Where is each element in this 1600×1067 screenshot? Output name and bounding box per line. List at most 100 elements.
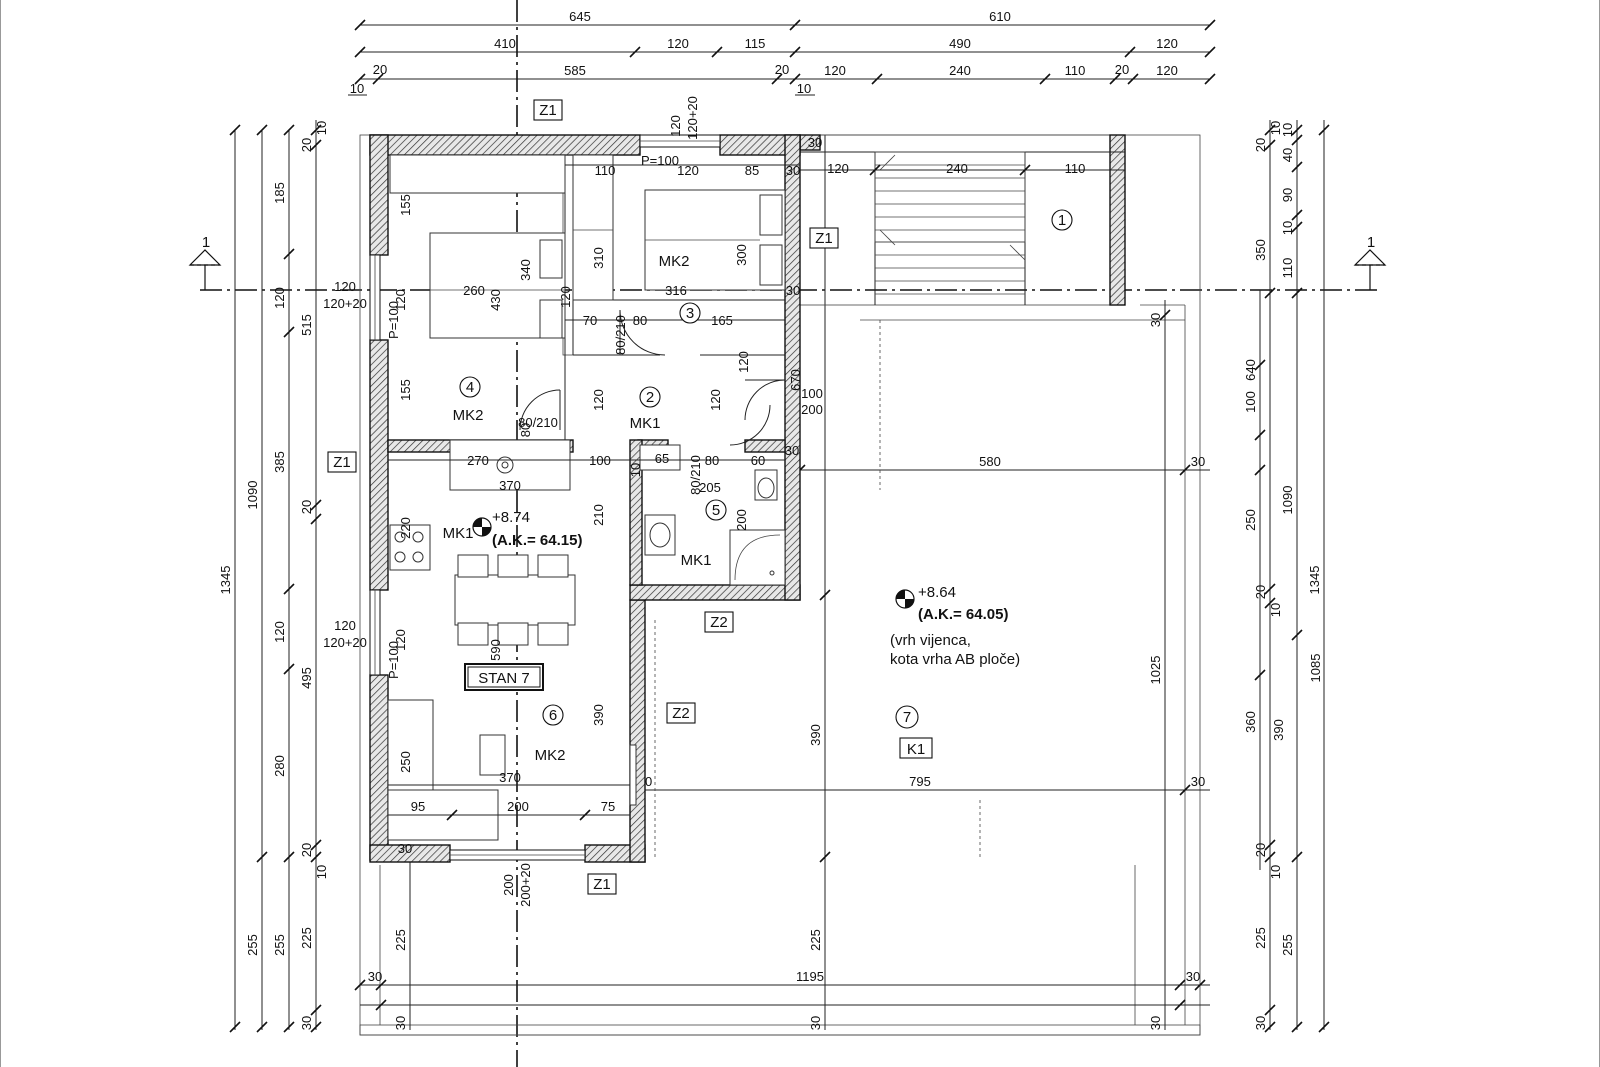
dim-580: 580 (979, 454, 1001, 469)
window-120-left-v: 120 (393, 289, 408, 311)
left-20a: 20 (299, 138, 314, 152)
dim-155-b: 155 (398, 379, 413, 401)
dim-110-room: 110 (595, 163, 616, 178)
right-1085: 1085 (1308, 654, 1323, 683)
elevation-marker-terrace: +8.64 (A.K.= 64.05) (vrh vijenca, kota v… (890, 584, 1020, 668)
room-3-number: 3 (686, 305, 694, 322)
right-1090: 1090 (1280, 486, 1295, 515)
dim-30-top-right: 30 (808, 135, 822, 150)
right-225: 225 (1253, 927, 1268, 949)
window-sill-p100-left: P=100 (386, 301, 401, 339)
dim-250: 250 (398, 751, 413, 773)
right-255a: 255 (1280, 934, 1295, 956)
dim-65: 65 (655, 451, 669, 466)
wall-tag-z1-left: Z1 (333, 454, 351, 471)
dim-10a: 10 (350, 81, 364, 96)
dim-590: 590 (488, 639, 503, 661)
room-7-marker (895, 705, 919, 729)
room-type-6: MK2 (535, 747, 566, 764)
left-185: 185 (272, 182, 287, 204)
room-2-number: 2 (646, 389, 654, 406)
dim-100-670: 100 (801, 386, 823, 401)
left-255b: 255 (272, 934, 287, 956)
dim-300: 300 (734, 244, 749, 266)
window-120-20-left: 120+20 (323, 296, 367, 311)
left-385: 385 (272, 451, 287, 473)
room-type-2: MK1 (630, 415, 661, 432)
dim-120-hall-b: 120 (708, 389, 723, 411)
left-255a: 255 (245, 934, 260, 956)
room-labels: MK2 4 MK2 2 MK1 5 MK1 MK1 +8.74 (A.K.= 6… (443, 250, 727, 764)
left-120a: 120 (272, 287, 287, 309)
top-dimension-chains: 645 610 410 120 115 490 120 20 585 20 12… (348, 9, 1216, 96)
room-type-kitchen: MK1 (443, 525, 474, 542)
wall-tag-z1-bottom: Z1 (593, 876, 611, 893)
dim-645: 645 (569, 9, 591, 24)
wall-tag-z2-b: Z2 (672, 705, 690, 722)
dim-390-terrace: 390 (808, 724, 823, 746)
dim-120-ver: 120 (558, 286, 573, 308)
terrace: 1195 30 30 580 30 795 30 30 390 225 30 1… (354, 134, 1210, 1036)
window-120-20-left-b: 120+20 (323, 635, 367, 650)
left-10b: 10 (314, 865, 329, 879)
dim-795: 795 (909, 774, 931, 789)
dim-30-corr: 30 (786, 283, 800, 298)
stair-area: 120 240 110 1 (799, 134, 1126, 306)
wall-tag-z2-a: Z2 (710, 614, 728, 631)
wall-type-k1: K1 (907, 741, 925, 758)
terrace-note-line2: kota vrha AB ploče) (890, 651, 1020, 668)
left-495: 495 (299, 667, 314, 689)
dim-30-v-1025: 30 (1148, 313, 1163, 327)
stair-dim-110: 110 (1065, 161, 1086, 176)
elevation-marker-apartment: +8.74 (A.K.= 64.15) (472, 509, 582, 549)
right-20a: 20 (1253, 138, 1268, 152)
room-6-number: 6 (549, 707, 557, 724)
doors (519, 309, 786, 446)
right-30: 30 (1253, 1016, 1268, 1030)
left-1345: 1345 (218, 566, 233, 595)
room-4-number: 4 (466, 379, 474, 396)
dim-610: 610 (989, 9, 1011, 24)
section-label-left: 1 (202, 234, 210, 251)
left-1090: 1090 (245, 481, 260, 510)
dim-225-terrace: 225 (808, 929, 823, 951)
elevation-level-terrace: +8.64 (918, 584, 956, 601)
right-640: 640 (1243, 359, 1258, 381)
dim-115: 115 (745, 36, 766, 51)
elevation-ak-terrace: (A.K.= 64.05) (918, 606, 1008, 623)
dim-120: 120 (667, 36, 689, 51)
window-120-left-v-b: 120 (393, 629, 408, 651)
dim-10-bath: 10 (628, 463, 643, 477)
dim-200-bath: 200 (734, 509, 749, 531)
wall-type-tags: Z1 Z1 Z1 Z2 Z2 Z1 (327, 99, 839, 895)
stair-dim-120: 120 (827, 161, 849, 176)
dim-100-kitchen: 100 (589, 453, 611, 468)
window-120-left: 120 (334, 279, 356, 294)
dim-110: 110 (1065, 63, 1086, 78)
window-120-20-top: 120+20 (685, 96, 700, 140)
dim-120d: 120 (1156, 63, 1178, 78)
elevation-level-apartment: +8.74 (492, 509, 530, 526)
dim-30-v-left: 30 (393, 1016, 408, 1030)
dim-670: 670 (788, 369, 803, 391)
left-280: 280 (272, 755, 287, 777)
terrace-note-line1: (vrh vijenca, (890, 632, 971, 649)
left-225: 225 (299, 927, 314, 949)
dim-30-580: 30 (1191, 454, 1205, 469)
left-10a: 10 (314, 121, 329, 135)
right-10-mid: 10 (1280, 221, 1295, 235)
dim-240: 240 (949, 63, 971, 78)
dim-200-670: 200 (801, 402, 823, 417)
inner-dimensions: 110 120 85 30 30 P=100 120 120+20 120 12… (323, 96, 823, 907)
dim-310: 310 (591, 247, 606, 269)
window-200-bottom: 200 (501, 874, 516, 896)
dim-316: 316 (665, 283, 687, 298)
window-120-top: 120 (668, 115, 683, 137)
window-sill-p100-top: P=100 (641, 153, 679, 168)
dim-30-bottom: 30 (398, 841, 412, 856)
door-80-210-corr: 80/210 (613, 315, 628, 355)
dim-30-v-b: 30 (1148, 1016, 1163, 1030)
stair-dim-240: 240 (946, 161, 968, 176)
dim-220: 220 (398, 517, 413, 539)
